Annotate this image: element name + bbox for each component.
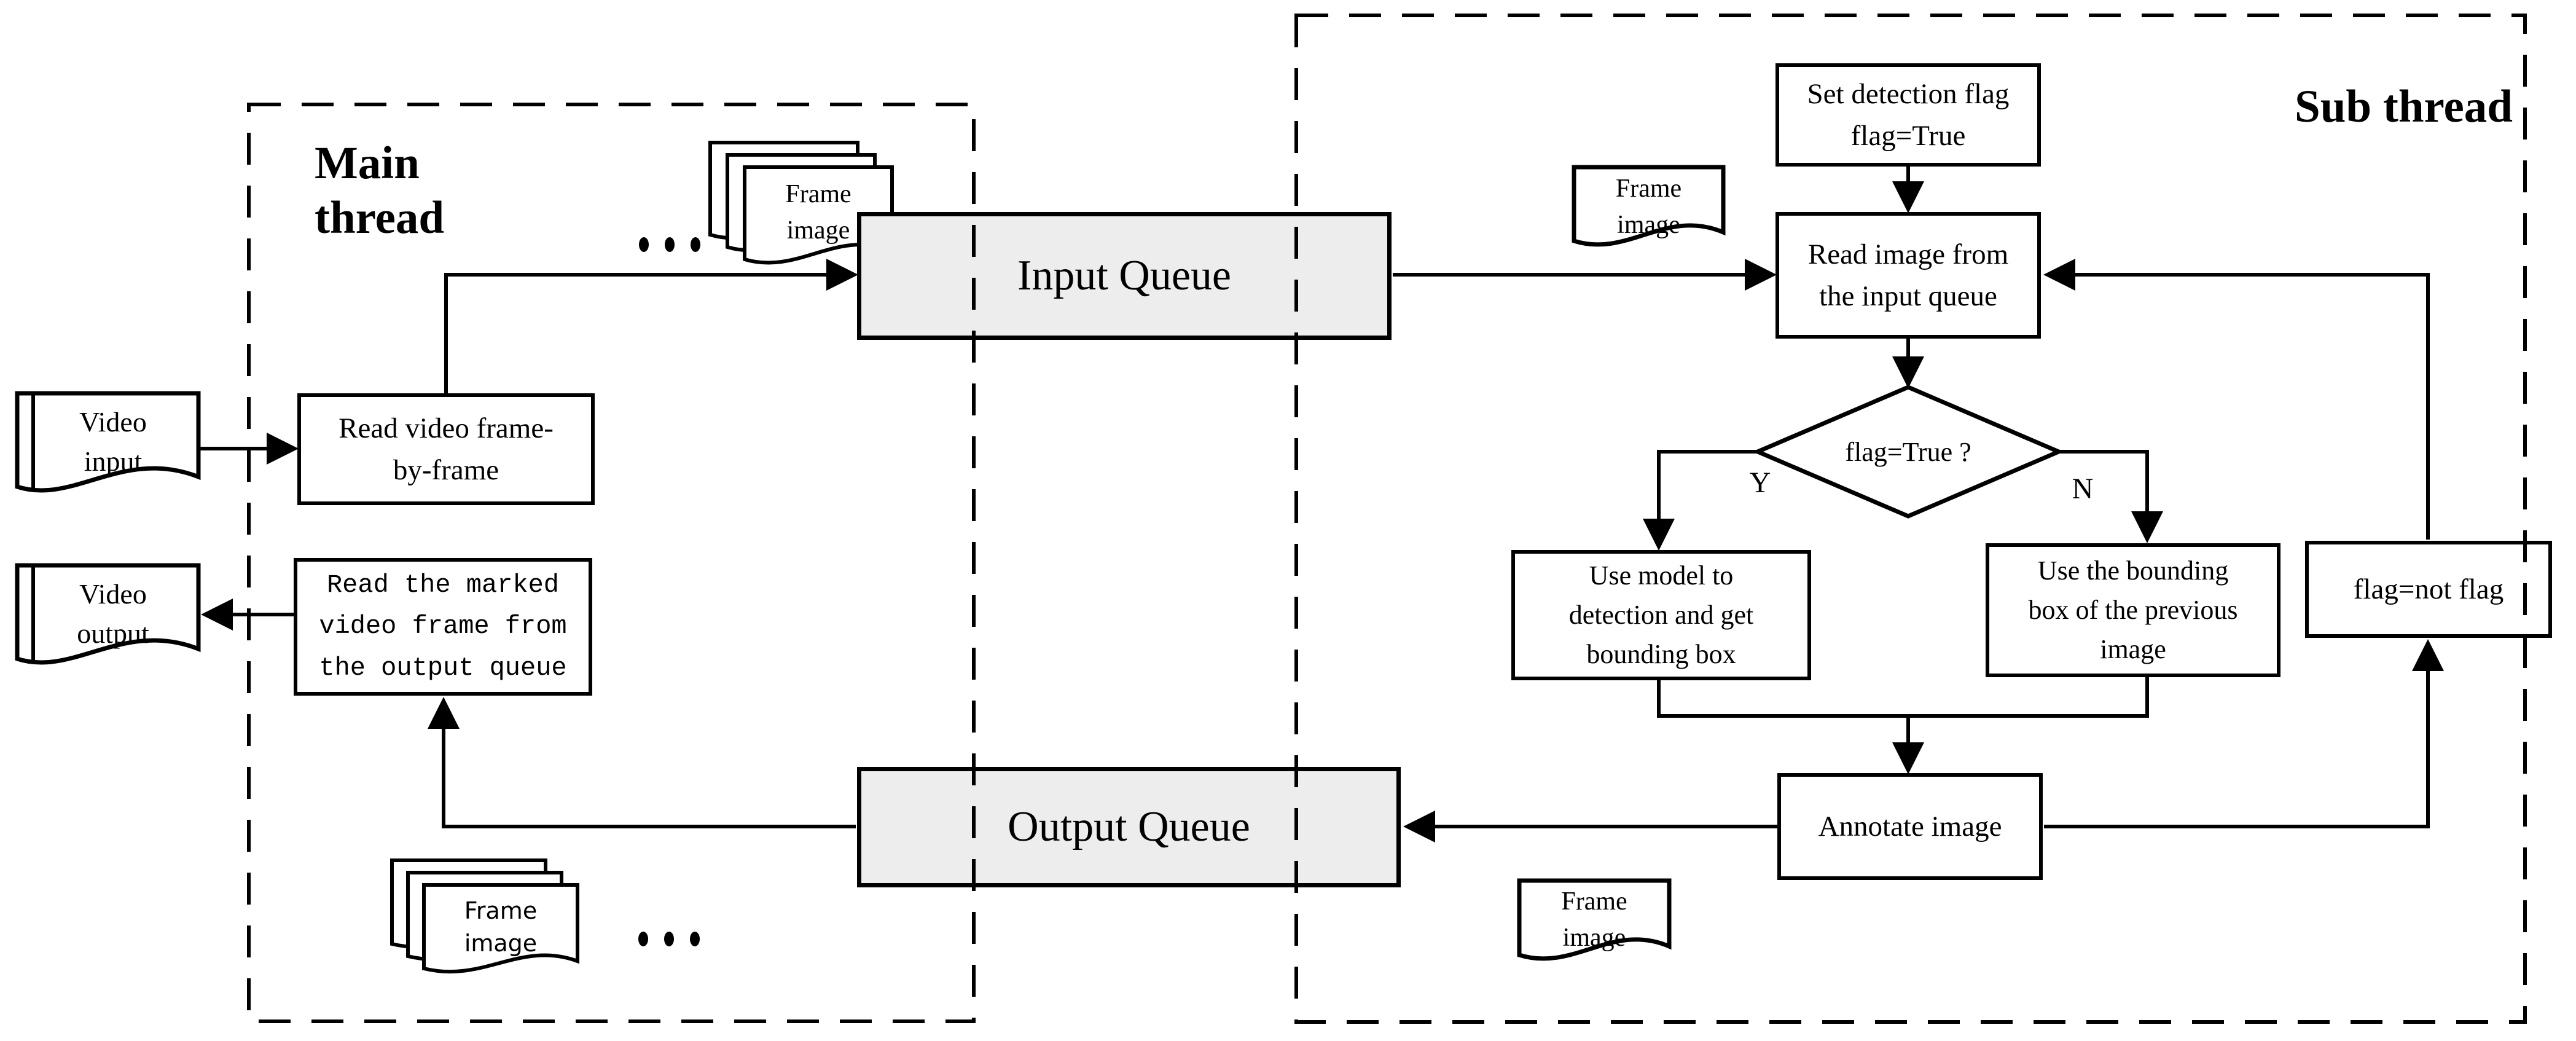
arrowhead-right bbox=[1745, 259, 1777, 291]
frame-image-stack-top-label: Frame image bbox=[785, 180, 851, 245]
read-marked-frame-node: Read the marked video frame from the out… bbox=[294, 558, 592, 696]
sub-thread-region-label: Sub thread bbox=[2294, 81, 2513, 132]
arrow-flag-not-to-read-image bbox=[2075, 273, 2430, 540]
arrowhead-up bbox=[2412, 639, 2444, 671]
arrowhead-down bbox=[1892, 742, 1924, 774]
arrowhead-up bbox=[428, 697, 460, 729]
annotate-image-node: Annotate image bbox=[1777, 773, 2043, 880]
read-video-frame-node: Read video frame- by-frame bbox=[297, 393, 595, 505]
branch-no-label: N bbox=[2072, 473, 2094, 505]
arrowhead-down bbox=[1892, 181, 1924, 213]
frame-image-doc-bottom-label: Frame image bbox=[1561, 887, 1627, 952]
connector-use-model-merge bbox=[1657, 677, 2149, 718]
video-input-label: Video input bbox=[79, 406, 147, 477]
branch-yes-label: Y bbox=[1749, 466, 1771, 499]
input-queue-node: Input Queue bbox=[857, 212, 1392, 340]
output-queue-node: Output Queue bbox=[857, 767, 1401, 887]
arrow-annotate-to-flag-not bbox=[2044, 671, 2430, 828]
arrow-read-video-to-input-queue bbox=[444, 273, 826, 395]
arrowhead-down bbox=[1643, 519, 1675, 551]
flag-not-flag-node: flag=not flag bbox=[2305, 541, 2552, 638]
set-detection-flag-node: Set detection flag flag=True bbox=[1775, 63, 2041, 167]
arrowhead-down bbox=[2131, 511, 2163, 543]
read-image-from-queue-node: Read image from the input queue bbox=[1775, 212, 2041, 339]
arrowhead-left bbox=[2043, 259, 2075, 291]
decision-flag-true-label: flag=True ? bbox=[1845, 436, 1971, 467]
arrowhead-right bbox=[826, 259, 858, 291]
arrowhead-left bbox=[1403, 811, 1435, 843]
arrowhead-down bbox=[1892, 356, 1924, 388]
ellipsis-dots-icon bbox=[639, 237, 700, 252]
arrowhead-right bbox=[267, 433, 299, 465]
use-previous-bbox-node: Use the bounding box of the previous ima… bbox=[1986, 543, 2280, 677]
frame-image-stack-bottom-label: Frame image bbox=[464, 897, 538, 957]
ellipsis-dots-icon bbox=[638, 932, 700, 946]
frame-image-doc-top-label: Frame image bbox=[1615, 175, 1682, 239]
main-thread-region-label: Main thread bbox=[315, 138, 445, 243]
arrow-output-queue-to-read-marked bbox=[442, 729, 856, 828]
video-output-label: Video output bbox=[77, 578, 149, 649]
use-model-detection-node: Use model to detection and get bounding … bbox=[1511, 550, 1811, 680]
arrowhead-left bbox=[201, 599, 233, 630]
